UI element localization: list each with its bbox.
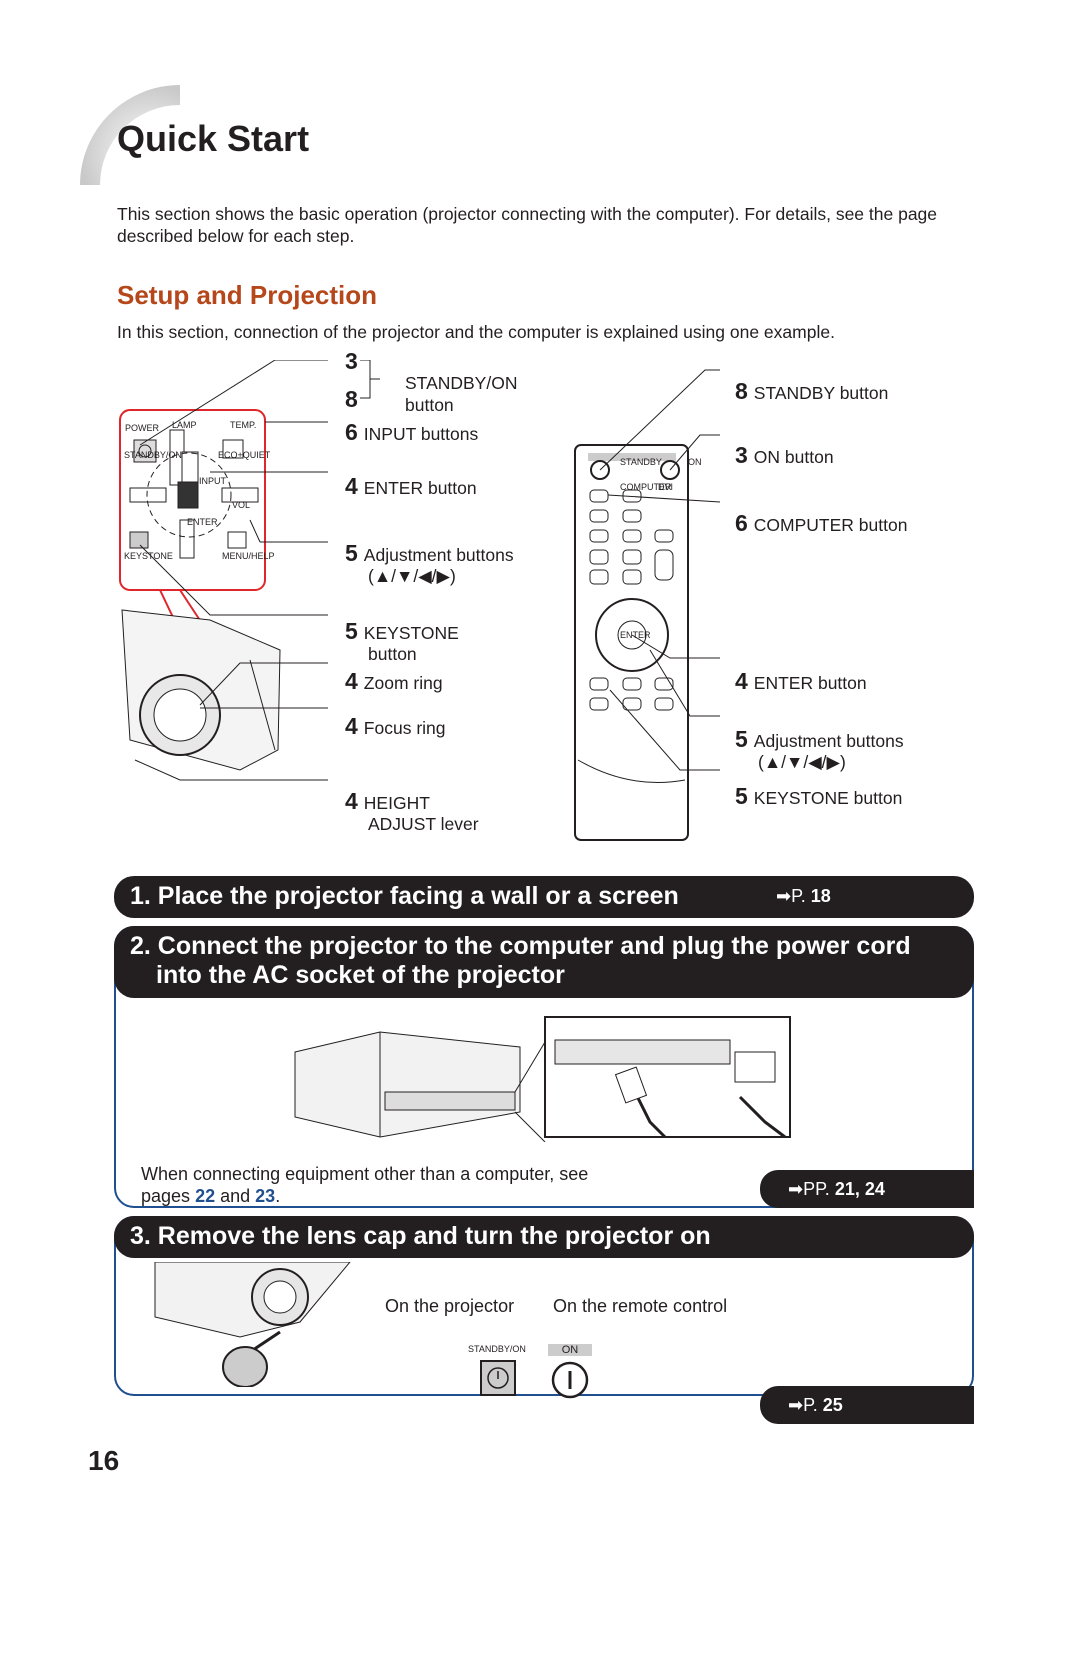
step-3-bar: 3. Remove the lens cap and turn the proj… — [114, 1216, 974, 1258]
panel-input-label: INPUT — [199, 476, 226, 486]
on-small-label: ON — [548, 1344, 592, 1356]
panel-eco-label: ECO+QUIET — [218, 450, 271, 460]
panel-keystone-label: KEYSTONE — [124, 551, 173, 561]
panel-power-label: POWER — [125, 423, 160, 433]
remote-computer-label: COMPUTER — [620, 482, 672, 492]
page-number: 16 — [88, 1445, 120, 1476]
step-2-bar: 2. Connect the projector to the computer… — [114, 926, 974, 998]
panel-enter-label: ENTER — [187, 517, 218, 527]
step-1-bar: 1. Place the projector facing a wall or … — [114, 876, 974, 918]
remote-on-label: ON — [688, 457, 702, 467]
standby-on-button — [480, 1360, 516, 1396]
panel-lamp-label: LAMP — [172, 420, 197, 430]
callout-standby-on-button: button — [405, 395, 454, 415]
panel-temp-label: TEMP. — [230, 420, 257, 430]
callout-adjust-arrows: (▲/▼/◀/▶) — [368, 566, 456, 586]
step-2-ref: ➡PP. 21, 24 — [760, 1170, 974, 1208]
intro-text: This section shows the basic operation (… — [117, 204, 938, 246]
header-swoosh — [80, 85, 180, 185]
callout-standby-on: STANDBY/ON — [405, 373, 518, 393]
callout-height-lever: ADJUST lever — [368, 814, 479, 834]
on-remote-label: On the remote control — [553, 1296, 728, 1316]
on-projector-label: On the projector — [385, 1296, 515, 1316]
standby-on-small-label: STANDBY/ON — [468, 1344, 526, 1354]
callout-8: 8 — [345, 386, 358, 412]
callout-keystone-button: button — [368, 644, 417, 664]
remote-standby-label: STANDBY — [620, 457, 662, 467]
power-icon — [487, 1367, 509, 1389]
page-title: Quick Start — [117, 118, 310, 159]
lens-cap-illustration — [154, 1262, 351, 1387]
remote-enter-label: ENTER — [620, 630, 651, 640]
panel-vol-label: VOL — [232, 500, 251, 510]
panel-standby-label: STANDBY/ON — [124, 450, 182, 460]
remote-dvi-label: DVI — [658, 482, 674, 492]
step-2-note: When connecting equipment other than a c… — [141, 1164, 589, 1206]
panel-menu-label: MENU/HELP — [222, 551, 275, 561]
section-title: Setup and Projection — [117, 280, 378, 310]
section-intro: In this section, connection of the proje… — [117, 322, 835, 342]
step-1-ref: ➡P. 18 — [776, 886, 831, 906]
callout-3: 3 — [345, 348, 358, 374]
connection-illustration — [294, 1016, 791, 1142]
step-3-ref: ➡P. 25 — [760, 1386, 974, 1424]
projector-diagram — [119, 360, 721, 841]
remote-callout-adjust-arrows: (▲/▼/◀/▶) — [758, 752, 846, 772]
remote-on-button — [551, 1361, 589, 1399]
